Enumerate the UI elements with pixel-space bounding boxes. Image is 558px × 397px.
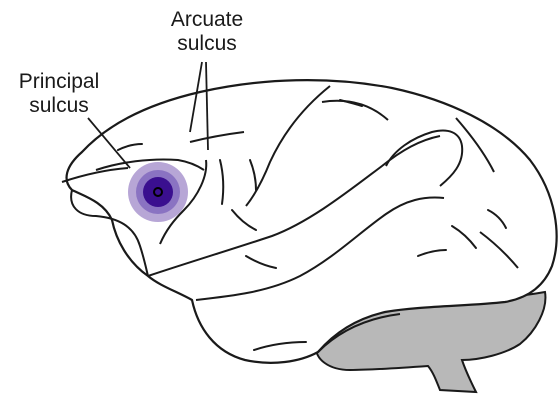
arcuate-label-line1: Arcuate <box>157 8 257 32</box>
lesion-core <box>143 177 173 207</box>
principal-sulcus-label: Principal sulcus <box>4 70 114 118</box>
arcuate-label-line2: sulcus <box>157 32 257 56</box>
arcuate-sulcus-label: Arcuate sulcus <box>157 8 257 56</box>
principal-label-line1: Principal <box>4 70 114 94</box>
principal-label-line2: sulcus <box>4 94 114 118</box>
